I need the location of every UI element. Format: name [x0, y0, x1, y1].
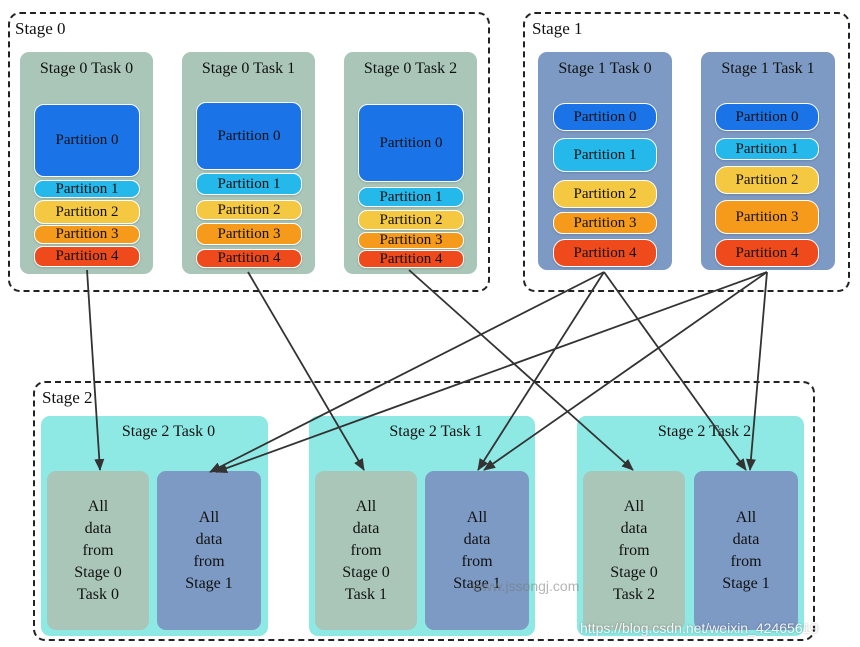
partition-3: Partition 3	[358, 232, 464, 249]
stage-0-data-box: All data from Stage 0 Task 1	[315, 471, 417, 630]
stage-1-task-0: Stage 1 Task 0 Partition 0 Partition 1 P…	[538, 52, 672, 270]
task-title: Stage 2 Task 0	[121, 423, 216, 440]
partition-1: Partition 1	[553, 138, 657, 172]
partition-4: Partition 4	[715, 239, 819, 267]
stage-1-data-box: All data from Stage 1	[425, 471, 529, 630]
stage-1-data-box: All data from Stage 1	[157, 471, 261, 630]
partition-1: Partition 1	[196, 173, 302, 195]
partition-4: Partition 4	[358, 250, 464, 268]
stage-2-task-0: Stage 2 Task 0 All data from Stage 0 Tas…	[41, 416, 268, 636]
task-title: Stage 0 Task 1	[201, 60, 296, 77]
partition-1: Partition 1	[358, 187, 464, 207]
partition-0: Partition 0	[34, 104, 140, 177]
stage-2-label: Stage 2	[42, 388, 93, 407]
partition-0: Partition 0	[358, 104, 464, 182]
stage-0-label: Stage 0	[15, 19, 66, 38]
partition-4: Partition 4	[196, 249, 302, 268]
task-title: Stage 2 Task 1	[389, 423, 483, 440]
task-title: Stage 0 Task 0	[39, 60, 134, 77]
partition-1: Partition 1	[715, 138, 819, 160]
partition-2: Partition 2	[196, 200, 302, 220]
partition-2: Partition 2	[358, 210, 464, 230]
stage-1-data-box: All data from Stage 1	[694, 471, 798, 630]
stage-0-task-0: Stage 0 Task 0 Partition 0 Partition 1 P…	[20, 52, 153, 274]
partition-2: Partition 2	[715, 166, 819, 194]
task-title: Stage 1 Task 0	[558, 60, 652, 77]
partition-0: Partition 0	[715, 103, 819, 131]
partition-3: Partition 3	[553, 212, 657, 234]
arrow-s1t0-to-s2t1	[477, 271, 605, 471]
watermark-url: https://blog.csdn.net/weixin_42465619	[580, 620, 819, 636]
watermark-center: www.jssongj.com	[472, 578, 580, 594]
arrow-s1t1-to-s2t1	[483, 271, 768, 471]
partition-0: Partition 0	[196, 102, 302, 170]
partition-4: Partition 4	[34, 246, 140, 267]
partition-3: Partition 3	[715, 200, 819, 234]
arrow-s0t1-to-s2t1	[247, 271, 365, 471]
arrow-s0t0-to-s2t0	[86, 269, 105, 471]
partition-3: Partition 3	[34, 225, 140, 244]
partition-0: Partition 0	[553, 103, 657, 131]
task-title: Stage 1 Task 1	[721, 60, 815, 77]
stage-2-task-1: Stage 2 Task 1 All data from Stage 0 Tas…	[309, 416, 535, 636]
task-title: Stage 2 Task 2	[657, 423, 752, 440]
stage-0-task-1: Stage 0 Task 1 Partition 0 Partition 1 P…	[182, 52, 315, 274]
stage-0-data-box: All data from Stage 0 Task 2	[583, 471, 685, 630]
task-title: Stage 0 Task 2	[363, 60, 458, 77]
arrow-s1t1-to-s2t0	[215, 271, 768, 473]
stage-1-container	[523, 12, 850, 292]
stage-0-container	[8, 12, 490, 292]
stage-1-label: Stage 1	[532, 19, 583, 38]
partition-2: Partition 2	[553, 180, 657, 208]
partition-3: Partition 3	[196, 223, 302, 245]
partition-2: Partition 2	[34, 200, 140, 224]
arrow-s1t0-to-s2t2	[603, 271, 747, 471]
arrow-s1t1-to-s2t2	[745, 271, 768, 471]
stage-2-container	[33, 381, 815, 641]
stage-0-task-2: Stage 0 Task 2 Partition 0 Partition 1 P…	[344, 52, 477, 274]
stage-1-task-1: Stage 1 Task 1 Partition 0 Partition 1 P…	[701, 52, 835, 270]
arrow-s0t2-to-s2t2	[408, 269, 634, 471]
partition-1: Partition 1	[34, 180, 140, 198]
stage-0-data-box: All data from Stage 0 Task 0	[47, 471, 149, 630]
arrow-s1t0-to-s2t0	[209, 271, 605, 473]
partition-4: Partition 4	[553, 239, 657, 267]
